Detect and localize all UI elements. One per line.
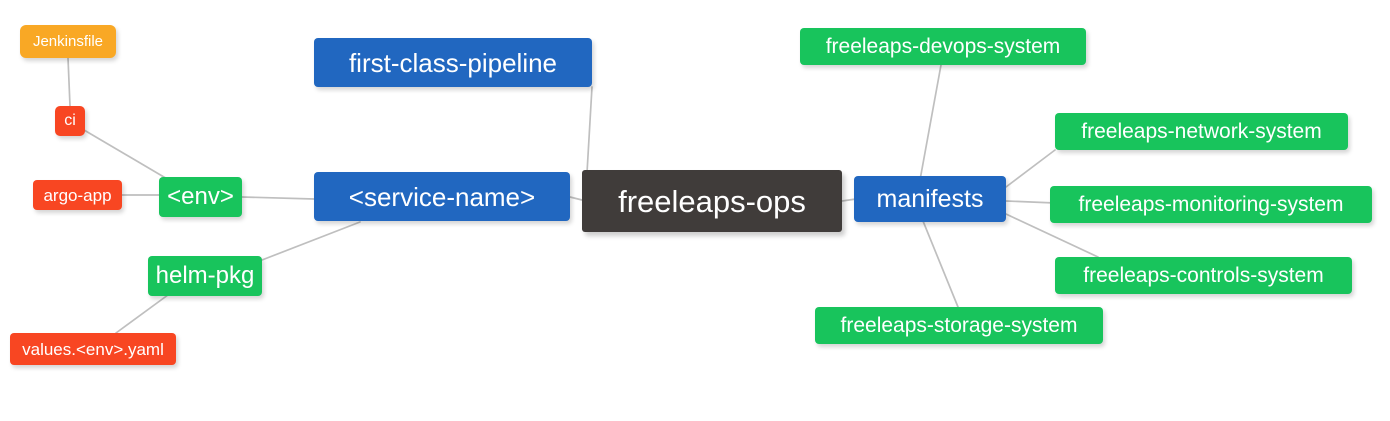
node-helm-pkg[interactable]: helm-pkg: [148, 256, 262, 296]
node-label: <env>: [167, 183, 234, 210]
node-manifests[interactable]: manifests: [854, 176, 1006, 222]
node-freeleaps-storage-system[interactable]: freeleaps-storage-system: [815, 307, 1103, 344]
node-argo-app[interactable]: argo-app: [33, 180, 122, 210]
node-first-class-pipeline[interactable]: first-class-pipeline: [314, 38, 592, 87]
node-label: freeleaps-devops-system: [825, 35, 1061, 58]
node-service-name[interactable]: <service-name>: [314, 172, 570, 221]
node-label: values.<env>.yaml: [22, 339, 164, 359]
node-label: argo-app: [43, 185, 112, 205]
node-freeleaps-network-system[interactable]: freeleaps-network-system: [1055, 113, 1348, 150]
node-label: manifests: [876, 184, 984, 213]
node-env[interactable]: <env>: [159, 177, 242, 217]
node-label: first-class-pipeline: [348, 47, 558, 78]
node-label: ci: [64, 112, 76, 129]
node-label: freeleaps-controls-system: [1083, 264, 1324, 287]
node-freeleaps-controls-system[interactable]: freeleaps-controls-system: [1055, 257, 1352, 294]
node-label: Jenkinsfile: [32, 33, 104, 50]
node-ci[interactable]: ci: [55, 106, 85, 136]
node-freeleaps-devops-system[interactable]: freeleaps-devops-system: [800, 28, 1086, 65]
node-jenkinsfile[interactable]: Jenkinsfile: [20, 25, 116, 58]
node-label: freeleaps-monitoring-system: [1078, 193, 1344, 216]
node-label: helm-pkg: [155, 262, 255, 289]
node-label: <service-name>: [348, 181, 536, 212]
node-freeleaps-ops[interactable]: freeleaps-ops: [582, 170, 842, 232]
node-label: freeleaps-ops: [618, 183, 806, 219]
node-label: freeleaps-network-system: [1081, 120, 1322, 143]
node-freeleaps-monitoring-system[interactable]: freeleaps-monitoring-system: [1050, 186, 1372, 223]
node-label: freeleaps-storage-system: [840, 314, 1078, 337]
node-values-env-yaml[interactable]: values.<env>.yaml: [10, 333, 176, 365]
